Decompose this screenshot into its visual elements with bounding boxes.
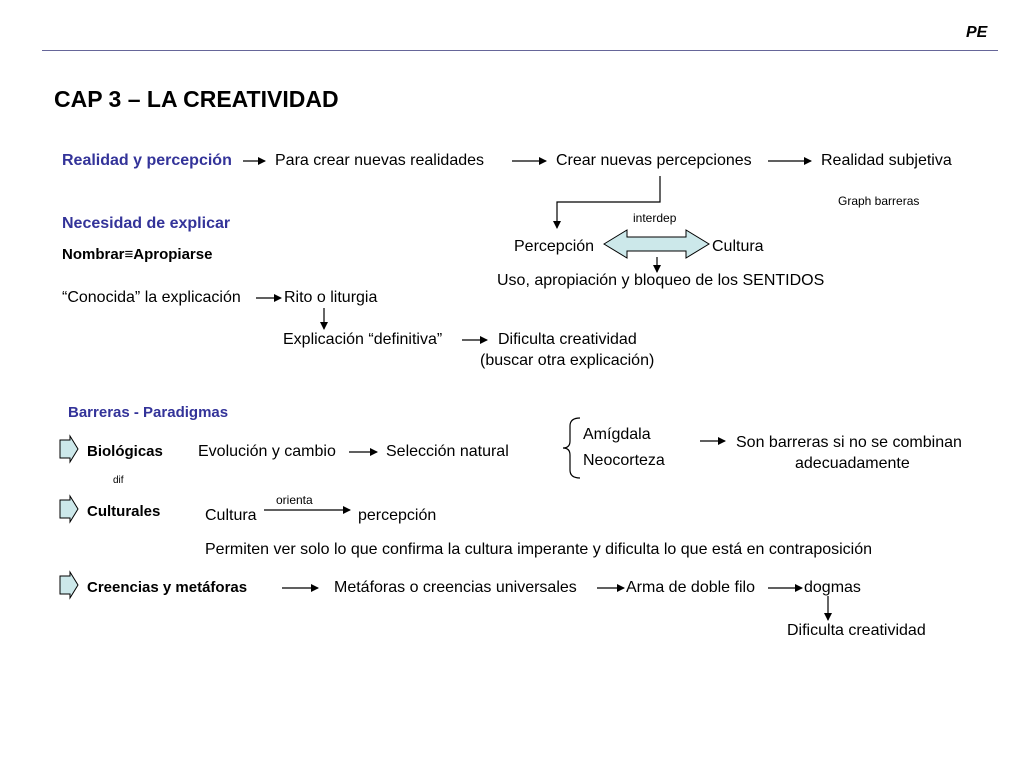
son-barreras-line1: Son barreras si no se combinan [736, 434, 962, 451]
dif-label: dif [113, 475, 124, 486]
header-rule [42, 50, 998, 51]
evolucion-label: Evolución y cambio [198, 443, 336, 460]
page-title: CAP 3 – LA CREATIVIDAD [54, 86, 339, 112]
conocida-label: “Conocida” la explicación [62, 289, 241, 306]
barreras-heading: Barreras - Paradigmas [68, 404, 229, 421]
orienta-label: orienta [276, 493, 313, 507]
rito-label: Rito o liturgia [284, 289, 378, 306]
dificulta-line1: Dificulta creatividad [498, 331, 637, 348]
bullet-biologicas-arrow [59, 434, 79, 464]
cultura-label: Cultura [712, 238, 764, 255]
biologicas-label: Biológicas [87, 443, 163, 460]
uso-label: Uso, apropiación y bloqueo de los SENTID… [497, 272, 825, 289]
seleccion-label: Selección natural [386, 443, 509, 460]
amigdala-label: Amígdala [583, 426, 651, 443]
bullet-culturales-arrow [59, 494, 79, 524]
explicacion-definitiva-label: Explicación “definitiva” [283, 331, 443, 348]
graph-barreras-label: Graph barreras [838, 194, 920, 208]
crear-percepciones-label: Crear nuevas percepciones [556, 152, 752, 169]
cultura-b-label: Cultura [205, 507, 257, 524]
dificulta-line2: (buscar otra explicación) [480, 352, 655, 369]
percepcion-label: Percepción [514, 238, 595, 255]
realidad-percepcion-label: Realidad y percepción [62, 152, 232, 169]
neocorteza-label: Neocorteza [583, 452, 665, 469]
dogmas-label: dogmas [804, 579, 861, 596]
permiten-label: Permiten ver solo lo que confirma la cul… [205, 541, 873, 558]
interdep-label: interdep [633, 211, 677, 225]
necesidad-heading: Necesidad de explicar [62, 215, 231, 232]
bullet-creencias-arrow [59, 570, 79, 600]
arma-label: Arma de doble filo [626, 579, 755, 596]
header-tag: PE [966, 24, 988, 41]
son-barreras-line2: adecuadamente [795, 455, 910, 472]
brace-brain [562, 417, 581, 479]
para-crear-label: Para crear nuevas realidades [275, 152, 485, 169]
culturales-label: Culturales [87, 503, 161, 520]
metaforas-label: Metáforas o creencias universales [334, 579, 577, 596]
double-arrow-interdep [603, 229, 710, 259]
realidad-subjetiva-label: Realidad subjetiva [821, 152, 952, 169]
nombrar-label: Nombrar≡Apropiarse [62, 246, 213, 263]
creencias-label: Creencias y metáforas [87, 579, 248, 596]
percepcion-b-label: percepción [358, 507, 437, 524]
dificulta-final-label: Dificulta creatividad [787, 622, 926, 639]
arrow-crear-to-percepcion [553, 176, 661, 229]
